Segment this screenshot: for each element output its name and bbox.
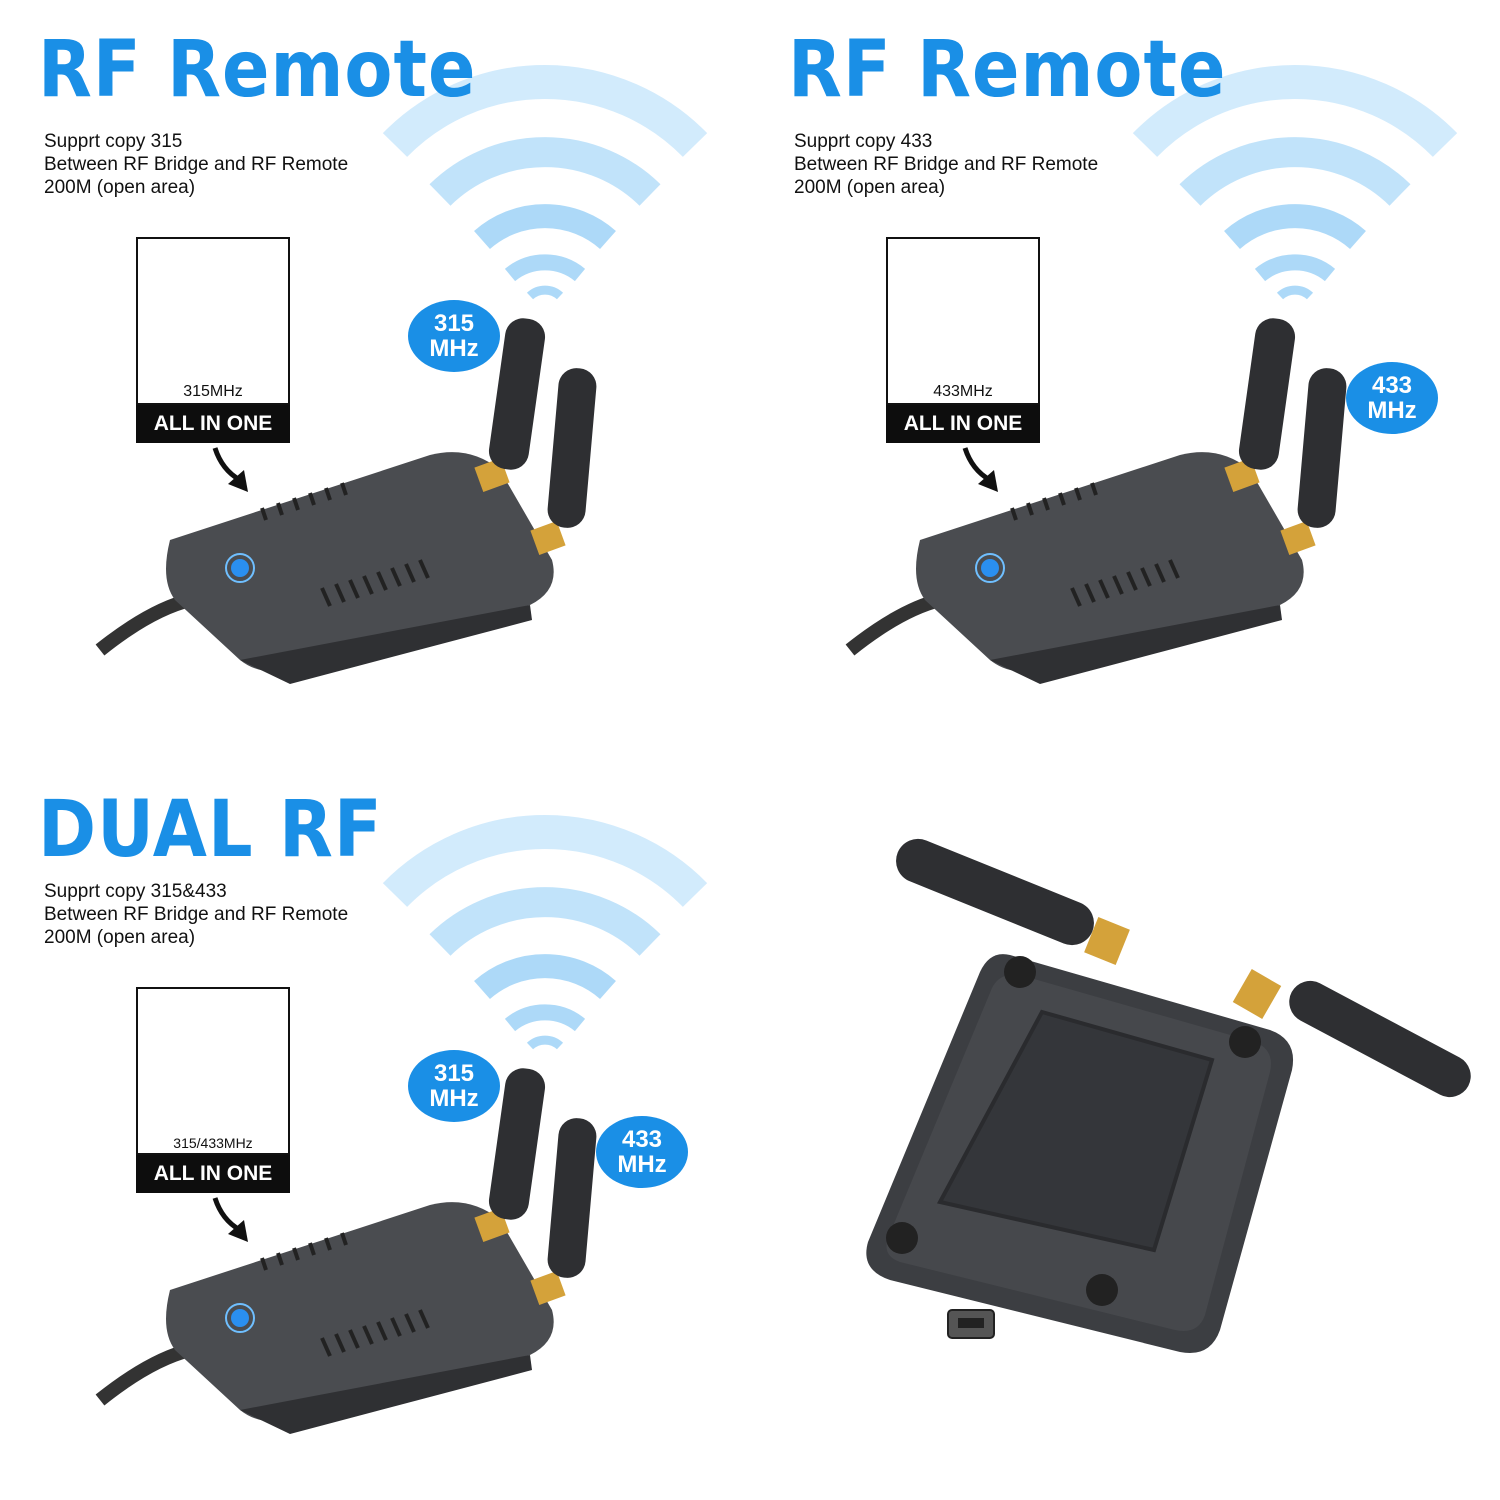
remote-box: 315MHz (136, 237, 290, 405)
box-frequency: 315MHz (183, 383, 243, 400)
arrow-down-icon (212, 447, 248, 492)
rf-bridge-device-back (866, 838, 1471, 1354)
frequency-bubble: 315 MHz (408, 300, 500, 372)
bubble-value: 433 (1371, 372, 1413, 399)
panel-rf-remote-315: RF Remote Supprt copy 315 Between RF Bri… (0, 0, 750, 750)
bubble-value: 315 (433, 310, 475, 337)
desc-line: Between RF Bridge and RF Remote (44, 154, 349, 175)
wifi-signal-icon (382, 814, 708, 1050)
desc-line: 200M (open area) (794, 177, 946, 198)
rf-bridge-device (95, 1068, 597, 1434)
desc-line: 200M (open area) (44, 927, 196, 948)
arrow-down-icon (962, 447, 998, 492)
desc-line: Supprt copy 315&433 (44, 881, 227, 902)
bubble-value: 315 (433, 1060, 475, 1087)
remote-box: 315/433MHz (136, 987, 290, 1155)
all-in-one-badge: ALL IN ONE (136, 1155, 290, 1193)
desc-line: Supprt copy 433 (794, 131, 933, 152)
wifi-signal-icon (1132, 64, 1458, 300)
frequency-bubble: 315 MHz (408, 1050, 500, 1122)
bubble-unit: MHz (617, 1151, 667, 1178)
bubble-unit: MHz (1367, 397, 1417, 424)
desc-line: 200M (open area) (44, 177, 196, 198)
desc-line: Between RF Bridge and RF Remote (44, 904, 349, 925)
arrow-down-icon (212, 1197, 248, 1242)
panel-description: Supprt copy 433 Between RF Bridge and RF… (794, 130, 1098, 199)
panel-title: DUAL RF (38, 783, 383, 876)
box-frequency: 315/433MHz (173, 1135, 253, 1151)
panel-description: Supprt copy 315&433 Between RF Bridge an… (44, 880, 348, 949)
bubble-value: 433 (621, 1126, 663, 1153)
frequency-bubble: 433 MHz (1346, 362, 1438, 434)
all-in-one-badge: ALL IN ONE (136, 405, 290, 443)
device-back-view (866, 838, 1471, 1354)
rf-bridge-device (845, 318, 1347, 684)
panel-rf-remote-433: RF Remote Supprt copy 433 Between RF Bri… (750, 0, 1500, 750)
panel-dual-rf: DUAL RF Supprt copy 315&433 Between RF B… (0, 750, 750, 1500)
panel-title: RF Remote (38, 23, 477, 116)
wifi-signal-icon (382, 64, 708, 300)
frequency-bubble: 433 MHz (596, 1116, 688, 1188)
desc-line: Supprt copy 315 (44, 131, 183, 152)
panel-title: RF Remote (788, 23, 1227, 116)
desc-line: Between RF Bridge and RF Remote (794, 154, 1099, 175)
bubble-unit: MHz (429, 1085, 479, 1112)
panel-device-back (750, 750, 1500, 1500)
bubble-unit: MHz (429, 335, 479, 362)
box-frequency: 433MHz (933, 383, 993, 400)
remote-box: 433MHz (886, 237, 1040, 405)
all-in-one-badge: ALL IN ONE (886, 405, 1040, 443)
panel-description: Supprt copy 315 Between RF Bridge and RF… (44, 130, 348, 199)
rf-bridge-device (95, 318, 597, 684)
